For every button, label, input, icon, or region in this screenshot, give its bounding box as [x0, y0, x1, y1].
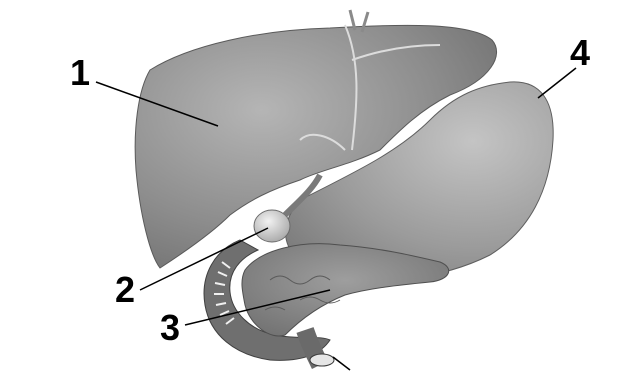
gallbladder-shape [254, 210, 290, 242]
jejunum-opening [310, 354, 334, 366]
label-3: 3 [160, 310, 180, 346]
leader-line-tube [333, 357, 350, 370]
pancreas-shape [242, 244, 449, 336]
label-1: 1 [70, 55, 90, 91]
label-4: 4 [570, 35, 590, 71]
label-2: 2 [115, 272, 135, 308]
